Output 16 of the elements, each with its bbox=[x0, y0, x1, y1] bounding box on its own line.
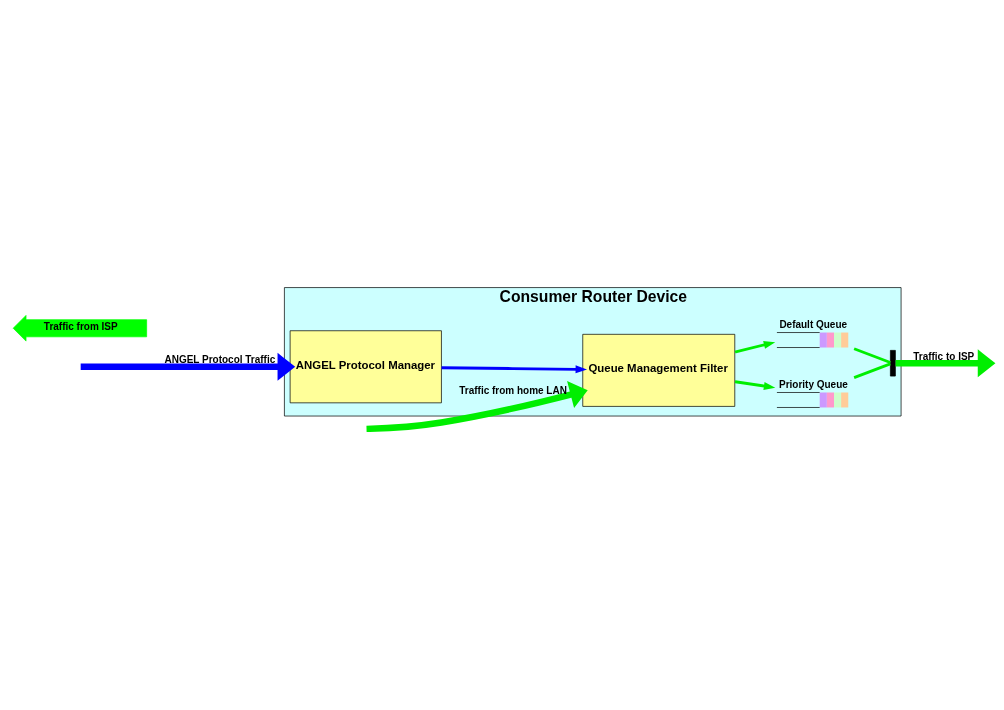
arrow bbox=[366, 380, 588, 432]
node-label: Priority Queue bbox=[779, 378, 848, 390]
node-label: Default Queue bbox=[779, 318, 848, 330]
edge-label: Traffic to ISP bbox=[913, 350, 975, 362]
arrow bbox=[895, 348, 996, 377]
arrow bbox=[441, 364, 588, 373]
arrow bbox=[734, 379, 776, 390]
connector bbox=[853, 346, 891, 364]
connector bbox=[853, 362, 891, 379]
edge-label: Traffic from home LAN bbox=[459, 384, 567, 396]
arrow bbox=[80, 352, 296, 381]
arrow bbox=[734, 340, 776, 353]
node-box: ANGEL Protocol Manager bbox=[289, 329, 442, 403]
node-box: Queue Management Filter bbox=[582, 333, 736, 407]
edge-label: ANGEL Protocol Traffic bbox=[164, 353, 276, 365]
node-bar bbox=[890, 349, 896, 376]
